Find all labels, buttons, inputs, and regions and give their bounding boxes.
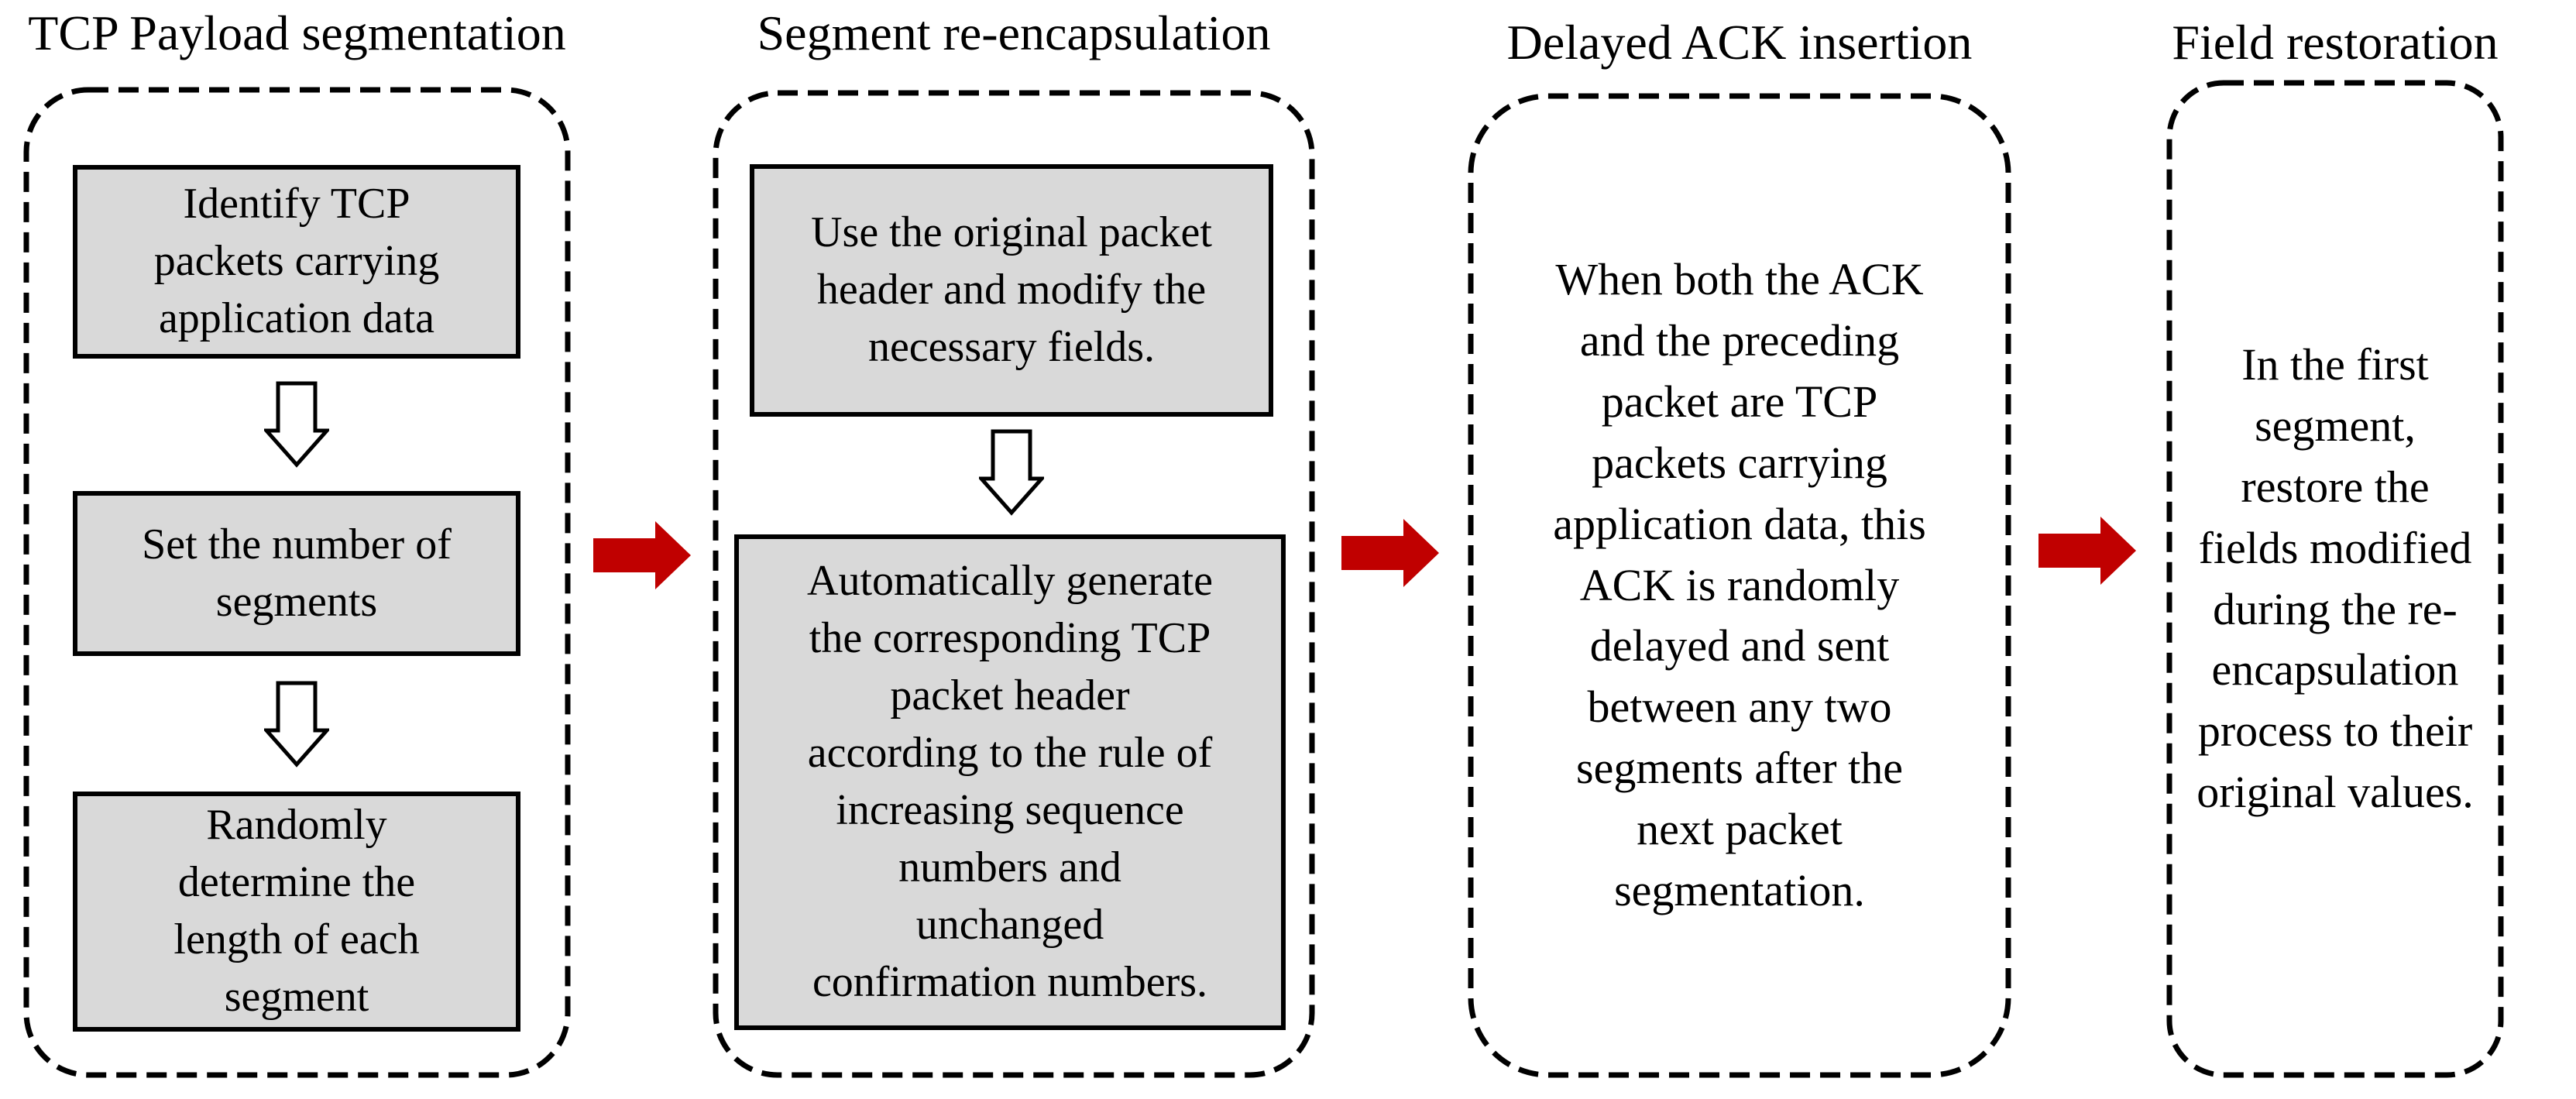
stage-description-field-restoration: In the first segment, restore the fields… (2196, 339, 2474, 818)
flow-right-arrow-icon (2038, 517, 2136, 585)
step-box-use-original-header: Use the original packet header and modif… (750, 164, 1273, 417)
down-arrow-icon (264, 681, 329, 768)
stage-title-delayed-ack: Delayed ACK insertion (1506, 15, 1973, 70)
stage-description-delayed-ack: When both the ACK and the preceding pack… (1553, 254, 1926, 915)
flow-right-arrow-icon (593, 521, 691, 589)
stage-title-payload-segmentation: TCP Payload segmentation (28, 5, 566, 60)
step-box-set-segment-count: Set the number of segments (73, 491, 520, 656)
stage-title-field-restoration: Field restoration (2172, 15, 2499, 70)
down-arrow-icon (979, 429, 1044, 516)
step-box-generate-tcp-header: Automatically generate the corresponding… (734, 534, 1286, 1030)
step-box-segment-length: Randomly determine the length of each se… (73, 792, 520, 1032)
down-arrow-icon (264, 381, 329, 468)
flow-right-arrow-icon (1341, 519, 1439, 587)
stage-title-re-encapsulation: Segment re-encapsulation (757, 5, 1271, 60)
step-box-identify-packets: Identify TCP packets carrying applicatio… (73, 165, 520, 359)
